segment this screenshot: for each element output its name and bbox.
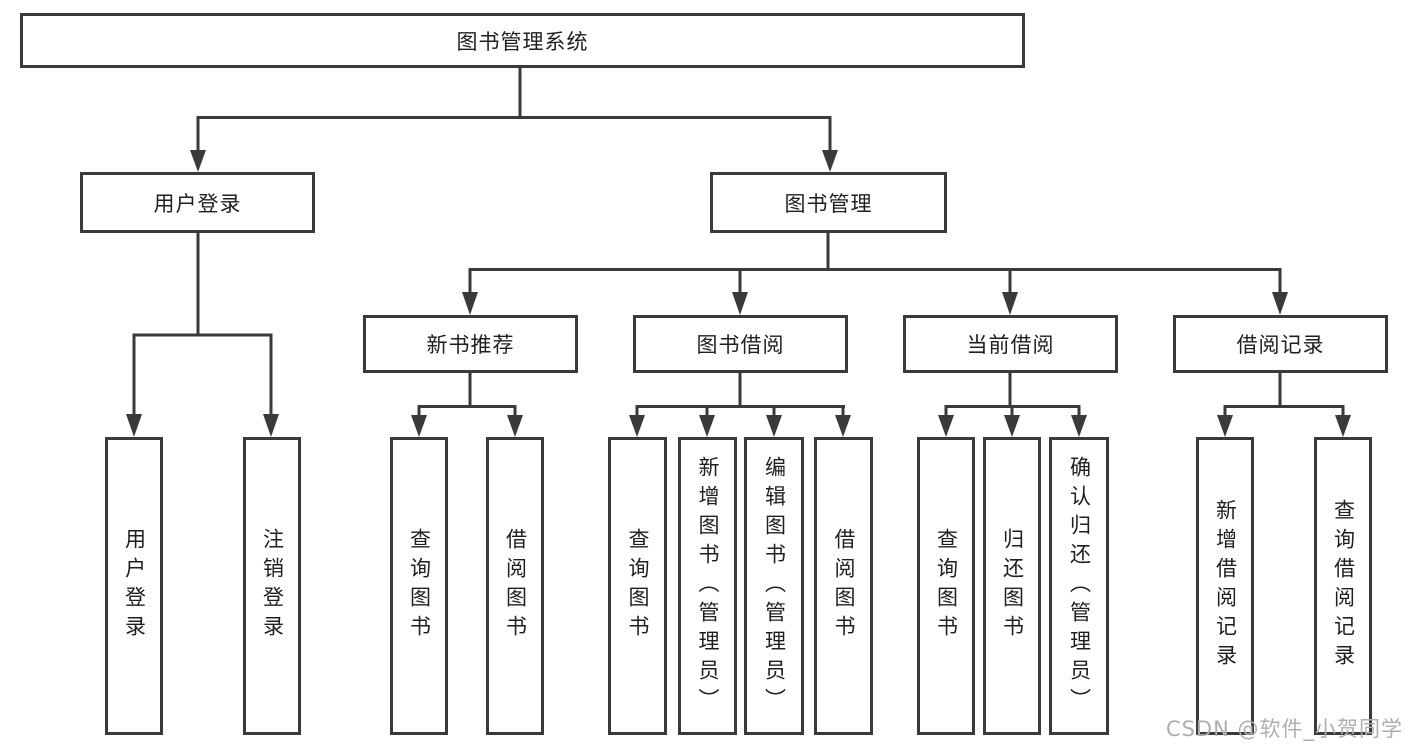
node-leaf-edit-books-admin: 编辑图书（管理员）: [744, 437, 804, 735]
leaf-label: 用户登录: [122, 528, 147, 644]
node-leaf-query-books-bb: 查询图书: [608, 437, 667, 735]
leaf-label: 注销登录: [260, 528, 285, 644]
node-leaf-add-borrow-record: 新增借阅记录: [1196, 437, 1254, 735]
leaf-label: 确认归还（管理员）: [1067, 455, 1092, 717]
node-borrowing-records: 借阅记录: [1173, 315, 1388, 373]
node-book-borrowing: 图书借阅: [633, 315, 848, 373]
watermark: CSDN @软件_小贺同学: [1165, 717, 1403, 741]
node-leaf-return-books: 归还图书: [983, 437, 1041, 735]
node-leaf-query-books-rec: 查询图书: [390, 437, 448, 735]
leaf-label: 查询图书: [626, 528, 650, 644]
node-book-management: 图书管理: [710, 172, 947, 233]
node-leaf-add-books-admin: 新增图书（管理员）: [678, 437, 737, 735]
leaf-label: 归还图书: [1000, 528, 1025, 644]
node-leaf-confirm-return-admin: 确认归还（管理员）: [1049, 437, 1109, 735]
leaf-label: 借阅图书: [503, 528, 528, 644]
leaf-label: 编辑图书（管理员）: [762, 455, 787, 717]
leaf-label: 查询图书: [934, 528, 959, 644]
node-leaf-borrow-books-rec: 借阅图书: [486, 437, 544, 735]
node-system-root: 图书管理系统: [20, 13, 1025, 68]
node-new-book-recommend: 新书推荐: [363, 315, 578, 373]
node-user-login: 用户登录: [80, 172, 315, 233]
node-current-borrowing: 当前借阅: [903, 315, 1118, 373]
node-leaf-borrow-books-bb: 借阅图书: [814, 437, 873, 735]
node-leaf-query-books-cb: 查询图书: [917, 437, 975, 735]
leaf-label: 查询借阅记录: [1331, 499, 1356, 673]
node-leaf-user-login: 用户登录: [105, 437, 163, 735]
leaf-label: 新增借阅记录: [1213, 499, 1238, 673]
leaf-label: 查询图书: [407, 528, 432, 644]
node-leaf-query-borrow-record: 查询借阅记录: [1314, 437, 1372, 735]
leaf-label: 新增图书（管理员）: [696, 455, 720, 717]
leaf-label: 借阅图书: [832, 528, 856, 644]
node-leaf-logout: 注销登录: [243, 437, 301, 735]
